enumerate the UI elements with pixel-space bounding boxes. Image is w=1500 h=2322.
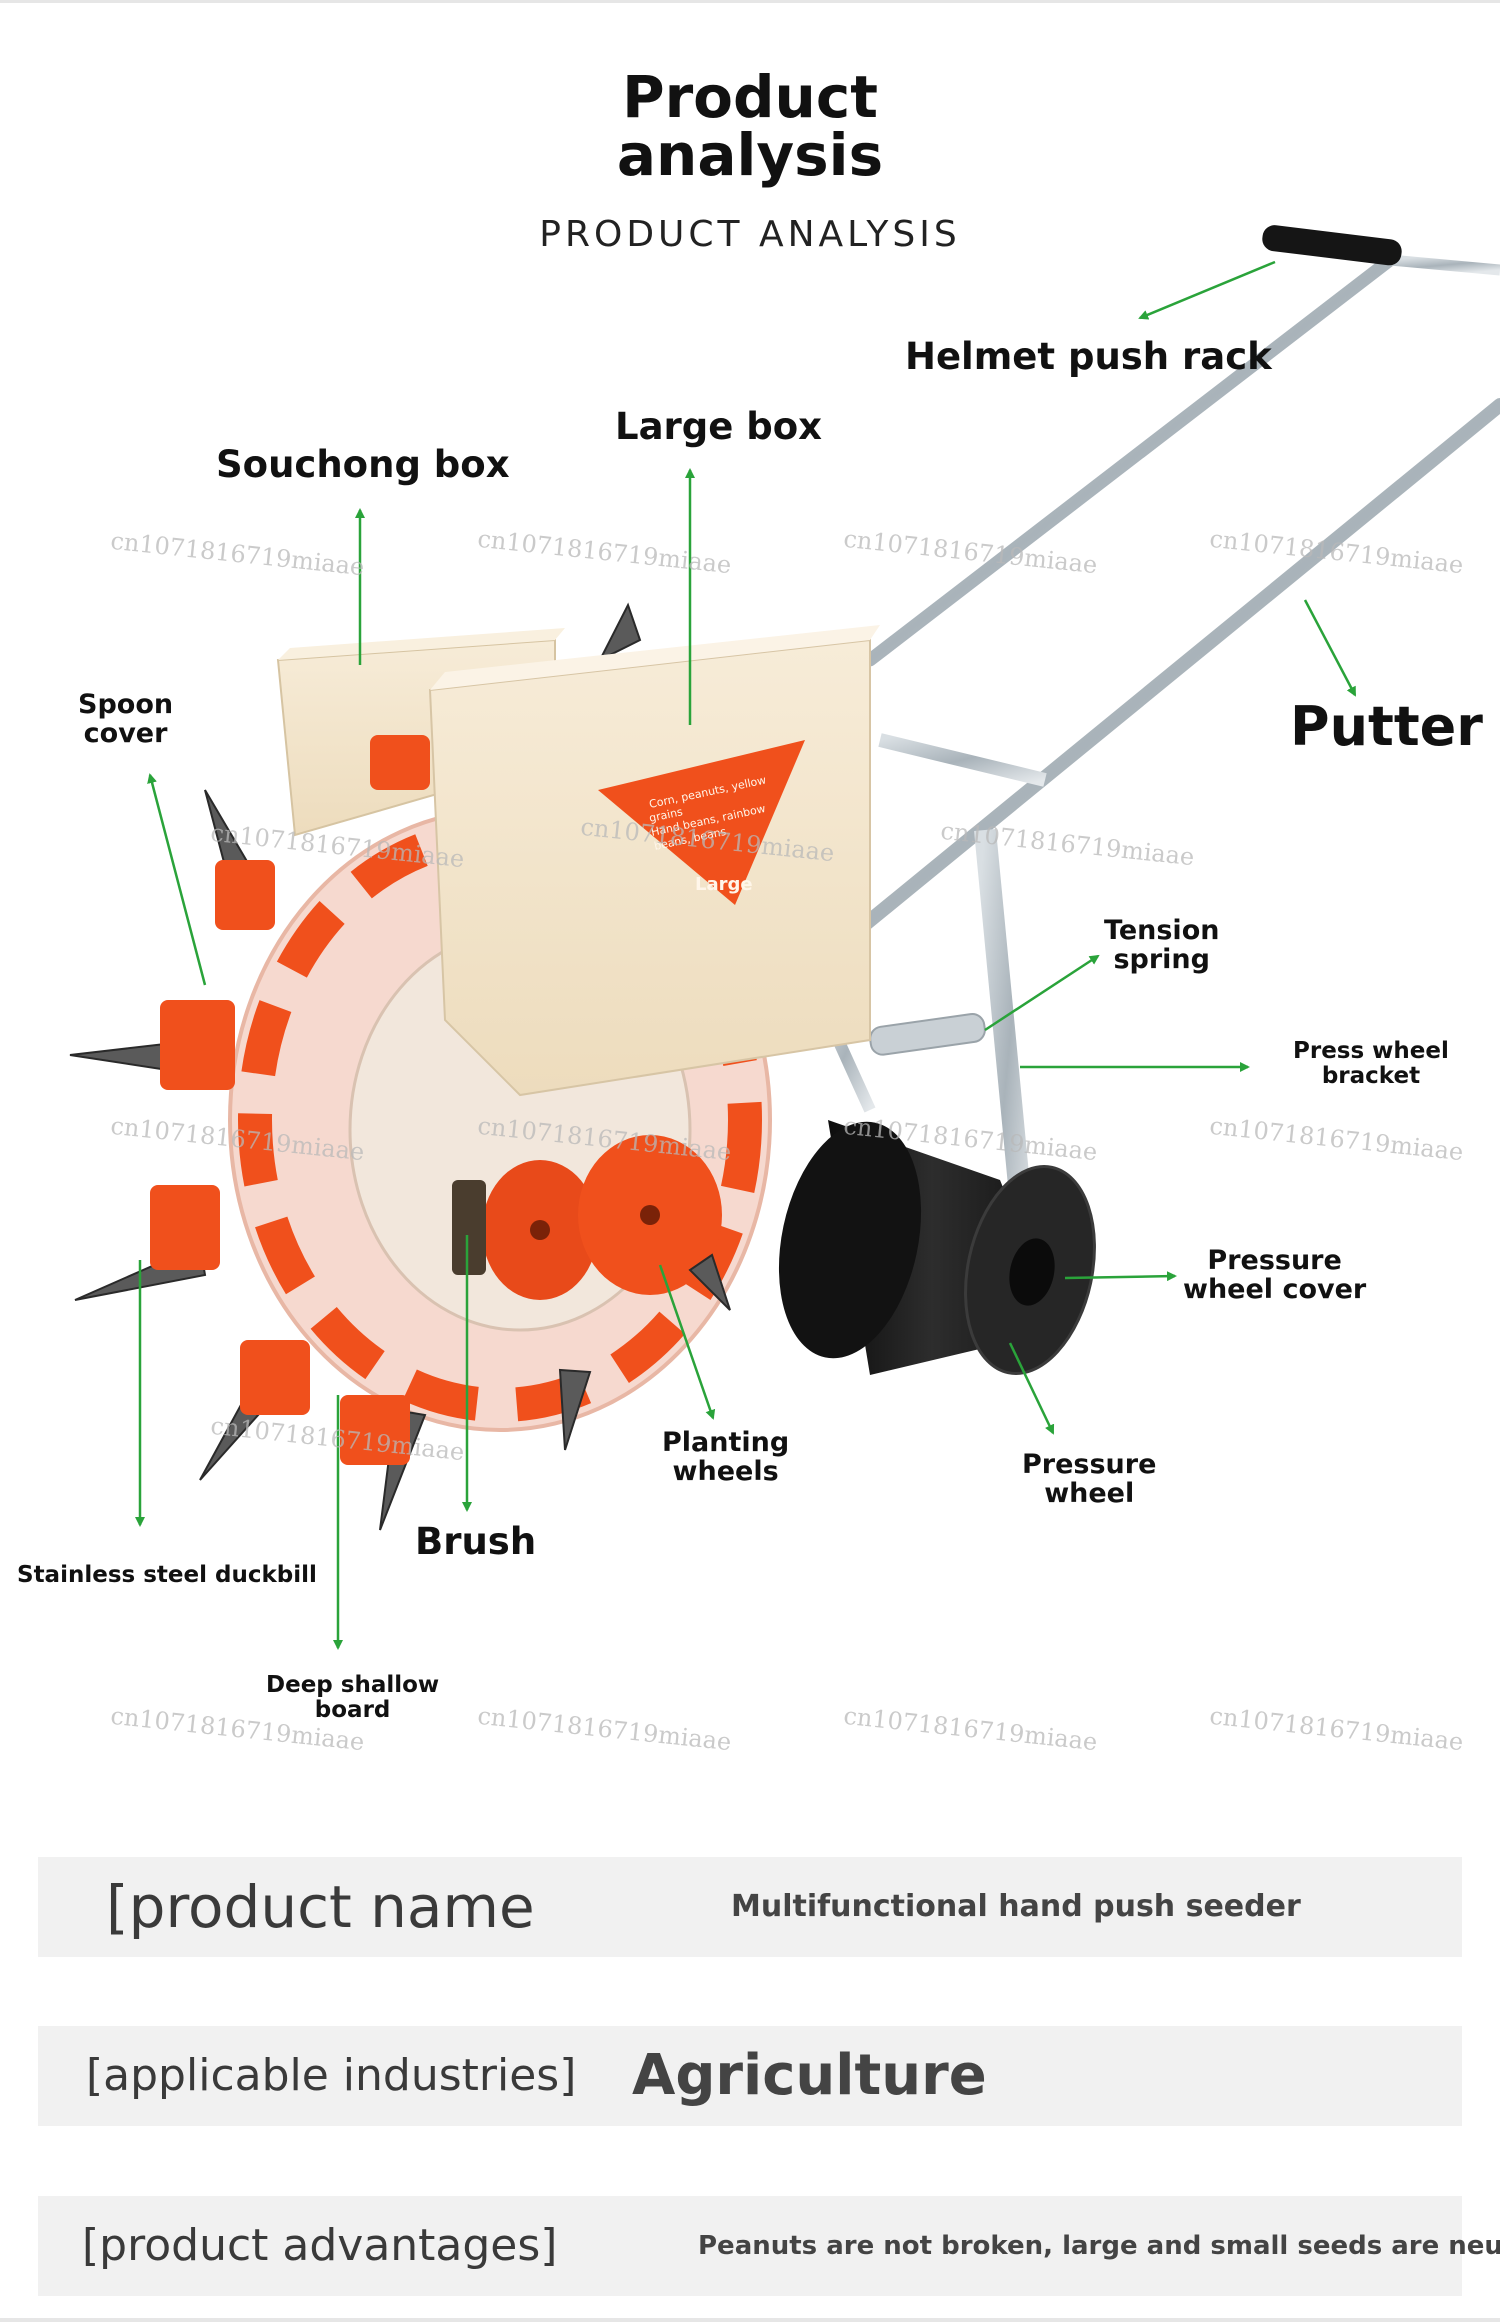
page-title-line-1: Product xyxy=(622,63,878,131)
box-sticker-name: Large xyxy=(695,874,753,895)
product-advantages-value: Peanuts are not broken, large and small … xyxy=(698,2231,1500,2261)
applicable-industries-key: [applicable industries] xyxy=(86,2050,577,2101)
label-press-wheel-bracket: Press wheel bracket xyxy=(1293,1039,1449,1089)
label-spoon-cover-line-2: cover xyxy=(83,718,168,749)
pointer-arrows xyxy=(135,260,1357,1650)
label-press-wheel-bracket-line-2: bracket xyxy=(1321,1063,1421,1089)
label-pressure-wheel-line-2: wheel xyxy=(1044,1478,1135,1509)
label-brush: Brush xyxy=(415,1520,537,1563)
label-pressure-wheel-line-1: Pressure xyxy=(1022,1449,1157,1480)
label-stainless-steel-duckbill: Stainless steel duckbill xyxy=(17,1562,317,1588)
label-tension-spring: Tension spring xyxy=(1104,916,1219,974)
label-spoon-cover: Spoon cover xyxy=(78,690,173,748)
label-deep-shallow-board-line-2: board xyxy=(314,1697,391,1723)
label-deep-shallow-board: Deep shallow board xyxy=(266,1673,439,1723)
label-pressure-wheel-cover-line-1: Pressure xyxy=(1207,1245,1342,1276)
spoon-covers xyxy=(150,735,430,1465)
product-name-key: [product name xyxy=(106,1873,535,1941)
label-putter: Putter xyxy=(1290,695,1483,758)
label-deep-shallow-board-line-1: Deep shallow xyxy=(266,1672,440,1698)
label-spoon-cover-line-1: Spoon xyxy=(78,689,174,720)
label-large-box: Large box xyxy=(615,405,823,448)
info-row-product-name: [product name Multifunctional hand push … xyxy=(38,1857,1462,1957)
info-row-product-advantages: [product advantages] Peanuts are not bro… xyxy=(38,2196,1500,2296)
pressure-wheel-roller xyxy=(778,1120,1096,1376)
large-box xyxy=(428,625,880,1097)
bottom-divider xyxy=(0,2318,1500,2322)
page-subtitle: PRODUCT ANALYSIS xyxy=(539,214,961,255)
product-name-value: Multifunctional hand push seeder xyxy=(731,1889,1301,1924)
label-pressure-wheel: Pressure wheel xyxy=(1022,1450,1156,1508)
product-advantages-key: [product advantages] xyxy=(82,2220,558,2271)
label-press-wheel-bracket-line-1: Press wheel xyxy=(1293,1038,1449,1064)
info-row-applicable-industries: [applicable industries] Agriculture xyxy=(38,2026,1462,2126)
label-helmet-push-rack: Helmet push rack xyxy=(905,335,1272,378)
label-planting-wheels-line-1: Planting xyxy=(662,1427,790,1458)
label-planting-wheels-line-2: wheels xyxy=(672,1456,779,1487)
seeder-product-illustration: Corn, peanuts, yellow grains Hand beans,… xyxy=(69,225,1500,1650)
label-tension-spring-line-1: Tension xyxy=(1104,915,1220,946)
page-title-line-2: analysis xyxy=(616,121,884,189)
label-souchong-box: Souchong box xyxy=(216,443,510,486)
label-tension-spring-line-2: spring xyxy=(1113,944,1210,975)
top-divider xyxy=(0,0,1500,3)
label-planting-wheels: Planting wheels xyxy=(662,1428,789,1486)
label-pressure-wheel-cover: Pressure wheel cover xyxy=(1183,1246,1366,1304)
applicable-industries-value: Agriculture xyxy=(632,2043,987,2108)
label-pressure-wheel-cover-line-2: wheel cover xyxy=(1183,1274,1367,1305)
